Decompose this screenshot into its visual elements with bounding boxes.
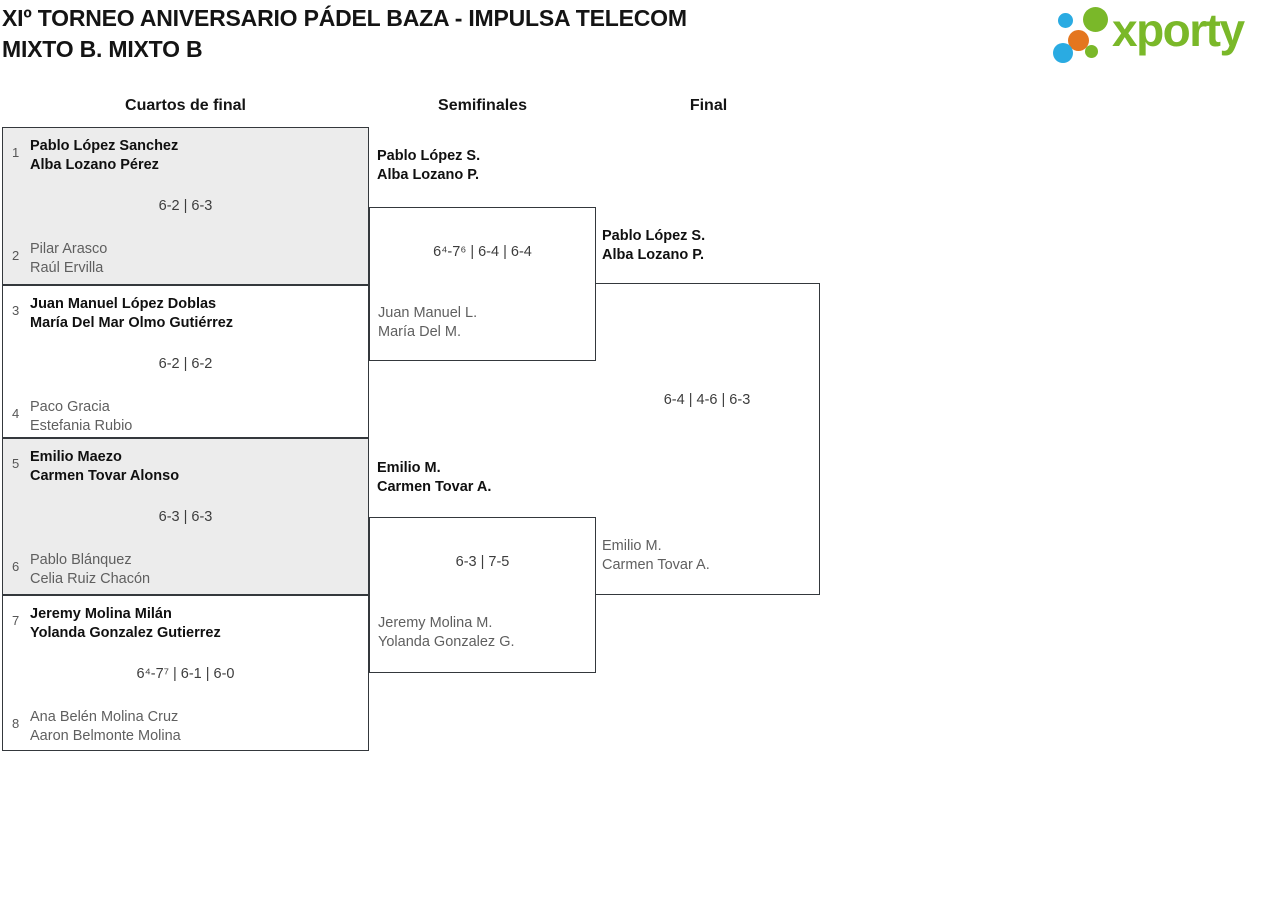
player-name: Pilar Arasco	[30, 241, 108, 257]
logo-dot-orange-icon	[1068, 30, 1089, 51]
team-qf2-bottom: Paco Gracia Estefania Rubio	[30, 398, 132, 436]
team-qf3-top: Emilio Maezo Carmen Tovar Alonso	[30, 448, 179, 486]
player-name: Emilio M.	[377, 460, 441, 476]
player-name: Juan Manuel López Doblas	[30, 296, 217, 312]
player-name: Raúl Ervilla	[30, 260, 104, 276]
logo-dot-blue-small-icon	[1058, 13, 1073, 28]
match-score: 6⁴-7⁷ | 6-1 | 6-0	[136, 666, 235, 682]
seed-number: 5	[12, 456, 20, 471]
player-name: María Del Mar Olmo Gutiérrez	[30, 315, 234, 331]
seed-number: 6	[12, 559, 20, 574]
logo-wordmark: xporty	[1112, 4, 1245, 56]
match-score: 6-3 | 6-3	[158, 509, 213, 525]
match-quarterfinal-1: 1 Pablo López Sanchez Alba Lozano Pérez …	[2, 127, 369, 285]
team-sf1-top: Pablo López S. Alba Lozano P.	[377, 147, 480, 185]
logo-dot-blue-big-icon	[1053, 43, 1073, 63]
team-qf4-top: Jeremy Molina Milán Yolanda Gonzalez Gut…	[30, 605, 221, 643]
match-semifinal-2: 6-3 | 7-5 Jeremy Molina M. Yolanda Gonza…	[369, 517, 596, 673]
seed-number: 4	[12, 406, 20, 421]
match-quarterfinal-4: 7 Jeremy Molina Milán Yolanda Gonzalez G…	[2, 595, 369, 751]
match-semifinal-1: 6⁴-7⁶ | 6-4 | 6-4 Juan Manuel L. María D…	[369, 207, 596, 361]
player-name: Ana Belén Molina Cruz	[30, 709, 179, 725]
player-name: Juan Manuel L.	[378, 305, 478, 321]
player-name: Yolanda Gonzalez G.	[378, 634, 515, 650]
match-score: 6-2 | 6-3	[158, 198, 213, 214]
xporty-logo[interactable]: xporty	[1050, 0, 1280, 75]
seed-number: 7	[12, 613, 20, 628]
page-title: XIº TORNEO ANIVERSARIO PÁDEL BAZA - IMPU…	[2, 3, 687, 65]
player-name: Alba Lozano P.	[602, 247, 705, 263]
player-name: Pablo López S.	[377, 148, 481, 164]
round-header-semifinals: Semifinales	[438, 97, 527, 114]
player-name: Jeremy Molina Milán	[30, 606, 172, 622]
seed-number: 2	[12, 248, 20, 263]
team-qf1-bottom: Pilar Arasco Raúl Ervilla	[30, 240, 107, 278]
match-score: 6-3 | 7-5	[455, 554, 510, 570]
match-score: 6-2 | 6-2	[158, 356, 213, 372]
page-title-line1: XIº TORNEO ANIVERSARIO PÁDEL BAZA - IMPU…	[2, 5, 687, 31]
player-name: María Del M.	[378, 324, 461, 340]
team-qf4-bottom: Ana Belén Molina Cruz Aaron Belmonte Mol…	[30, 708, 181, 746]
team-final-bottom: Emilio M. Carmen Tovar A.	[602, 537, 710, 575]
seed-number: 8	[12, 716, 20, 731]
player-name: Carmen Tovar A.	[602, 557, 710, 573]
logo-dot-green-small-icon	[1085, 45, 1098, 58]
page-title-line2: MIXTO B. MIXTO B	[2, 36, 203, 62]
team-sf2-top: Emilio M. Carmen Tovar A.	[377, 459, 491, 497]
match-score: 6⁴-7⁶ | 6-4 | 6-4	[433, 244, 532, 260]
team-qf3-bottom: Pablo Blánquez Celia Ruiz Chacón	[30, 551, 150, 589]
player-name: Aaron Belmonte Molina	[30, 728, 181, 744]
player-name: Emilio M.	[602, 538, 662, 554]
seed-number: 1	[12, 145, 20, 160]
match-score: 6-4 | 4-6 | 6-3	[663, 392, 751, 408]
player-name: Jeremy Molina M.	[378, 615, 493, 631]
round-header-final: Final	[689, 97, 728, 114]
player-name: Carmen Tovar Alonso	[30, 468, 180, 484]
team-final-top: Pablo López S. Alba Lozano P.	[602, 227, 705, 265]
team-qf2-top: Juan Manuel López Doblas María Del Mar O…	[30, 295, 233, 333]
team-sf1-bottom: Juan Manuel L. María Del M.	[378, 304, 477, 342]
player-name: Paco Gracia	[30, 399, 110, 415]
seed-number: 3	[12, 303, 20, 318]
round-header-quarterfinals: Cuartos de final	[125, 97, 246, 114]
player-name: Estefania Rubio	[30, 418, 133, 434]
logo-dot-green-big-icon	[1083, 7, 1108, 32]
match-quarterfinal-2: 3 Juan Manuel López Doblas María Del Mar…	[2, 285, 369, 438]
player-name: Alba Lozano Pérez	[30, 157, 159, 173]
team-qf1-top: Pablo López Sanchez Alba Lozano Pérez	[30, 137, 178, 175]
player-name: Celia Ruiz Chacón	[30, 571, 151, 587]
player-name: Pablo López S.	[602, 228, 706, 244]
match-final: 6-4 | 4-6 | 6-3 Emilio M. Carmen Tovar A…	[595, 283, 820, 595]
player-name: Yolanda Gonzalez Gutierrez	[30, 625, 221, 641]
player-name: Pablo López Sanchez	[30, 138, 179, 154]
player-name: Emilio Maezo	[30, 449, 122, 465]
player-name: Alba Lozano P.	[377, 167, 480, 183]
match-quarterfinal-3: 5 Emilio Maezo Carmen Tovar Alonso 6-3 |…	[2, 438, 369, 595]
player-name: Pablo Blánquez	[30, 552, 132, 568]
player-name: Carmen Tovar A.	[377, 479, 492, 495]
team-sf2-bottom: Jeremy Molina M. Yolanda Gonzalez G.	[378, 614, 515, 652]
